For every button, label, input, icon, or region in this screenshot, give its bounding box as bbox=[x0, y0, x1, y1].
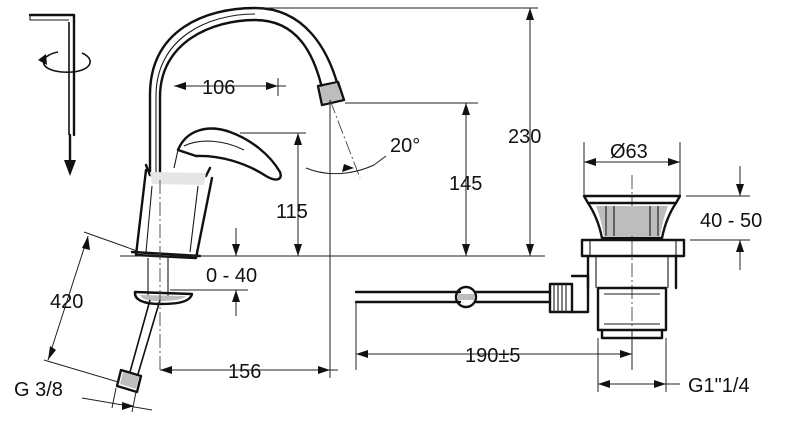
hose-length-label: 420 bbox=[50, 291, 83, 313]
total-height-label: 230 bbox=[508, 126, 541, 148]
waste-diameter-label: Ø63 bbox=[610, 141, 648, 163]
spout-outlet-height-label: 145 bbox=[449, 173, 482, 195]
swivel-rotation-icon bbox=[28, 13, 91, 176]
waste-height-range-label: 40 - 50 bbox=[700, 210, 762, 232]
faucet-body bbox=[115, 6, 346, 394]
faucet-dimensions bbox=[43, 7, 545, 413]
spout-angle-label: 20° bbox=[390, 135, 420, 157]
waste-valve bbox=[354, 194, 686, 340]
waste-dimensions bbox=[355, 142, 750, 392]
base-offset-label: 156 bbox=[228, 361, 261, 383]
pull-rod-length-label: 190±5 bbox=[465, 345, 520, 367]
hose-connection-label: G 3/8 bbox=[14, 379, 63, 401]
handle-height-label: 115 bbox=[276, 201, 308, 223]
spout-reach-label: 106 bbox=[202, 77, 235, 99]
deck-thickness-label: 0 - 40 bbox=[206, 265, 257, 287]
waste-thread-label: G1"1/4 bbox=[688, 375, 750, 397]
